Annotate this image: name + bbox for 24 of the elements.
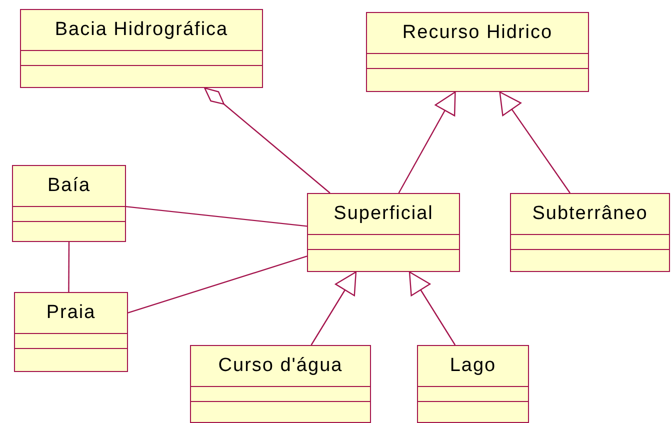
class-name: Superficial [334, 202, 434, 226]
class-name: Subterrâneo [532, 202, 648, 226]
class-name: Lago [450, 354, 496, 378]
class-name: Recurso Hidrico [402, 20, 553, 45]
class-name: Curso d'água [218, 354, 343, 378]
association-line [128, 256, 308, 314]
generalization-arrow [398, 91, 456, 194]
class-name: Bacia Hidrográfica [54, 18, 228, 42]
class-box [190, 345, 371, 423]
aggregation-line [204, 87, 330, 194]
class-box [417, 345, 529, 423]
class-box [510, 193, 670, 272]
class-box [20, 9, 263, 88]
generalization-arrow [310, 271, 357, 346]
class-box [307, 193, 460, 272]
generalization-arrow [499, 91, 570, 194]
class-name: Praia [46, 300, 96, 325]
class-box [12, 165, 126, 242]
class-box [14, 292, 128, 372]
class-box [366, 12, 589, 92]
association-line [126, 206, 308, 227]
association-line [68, 242, 70, 292]
generalization-arrow [408, 271, 456, 346]
class-name: Baía [47, 174, 91, 198]
